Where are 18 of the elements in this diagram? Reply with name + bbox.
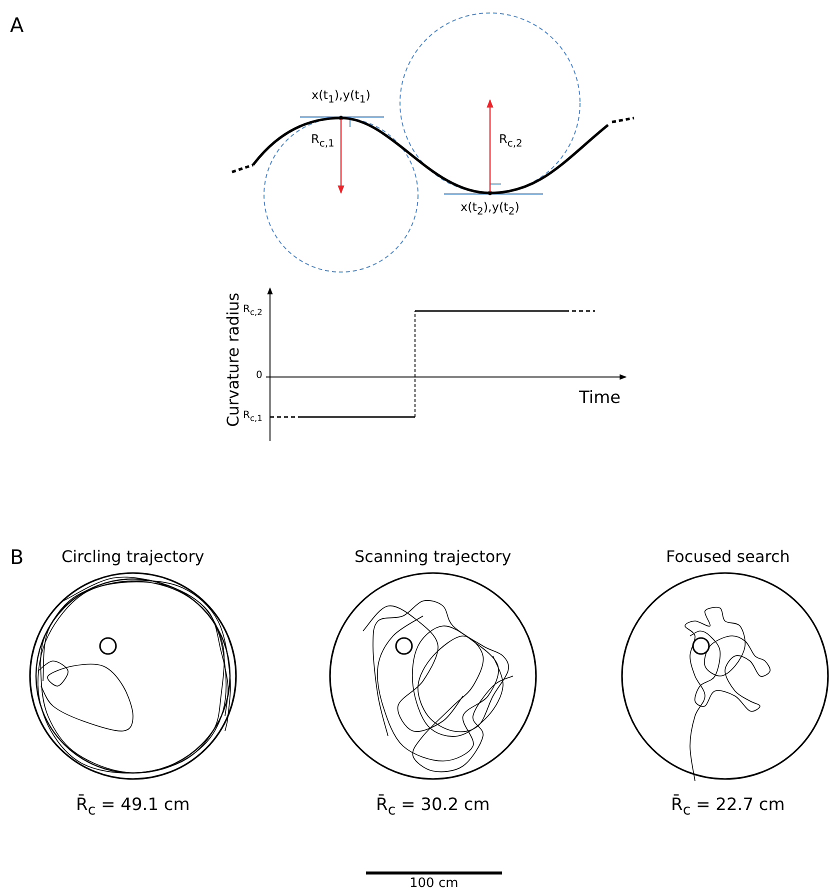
axis-label: Time [579,389,621,408]
trajectory-title: Circling trajectory [62,548,204,566]
trajectory-title: Focused search [666,548,790,566]
trajectory-title: Scanning trajectory [354,548,512,566]
mean-radius-label: R̄$_{c}$ = 22.7 cm [671,796,785,819]
radius-label: R$_{c,1}$ [311,133,334,150]
mean-radius-label: R̄$_{c}$ = 30.2 cm [376,796,490,819]
mean-radius-label: R̄$_{c}$ = 49.1 cm [76,796,190,819]
point-label: x(t$_{2}$),y(t$_{2}$) [460,201,520,218]
scale-label: 100 cm [410,877,458,892]
panel-letter: A [10,14,24,36]
tick-label: R$_{c,2}$ [243,304,262,318]
radius-label: R$_{c,2}$ [499,133,522,150]
panel-letter: B [10,546,24,568]
point-label: x(t$_{1}$),y(t$_{1}$) [312,89,370,106]
tick-label: 0 [256,370,262,381]
tick-label: R$_{c,1}$ [243,410,262,424]
axis-label: Curvature radius [224,292,242,427]
